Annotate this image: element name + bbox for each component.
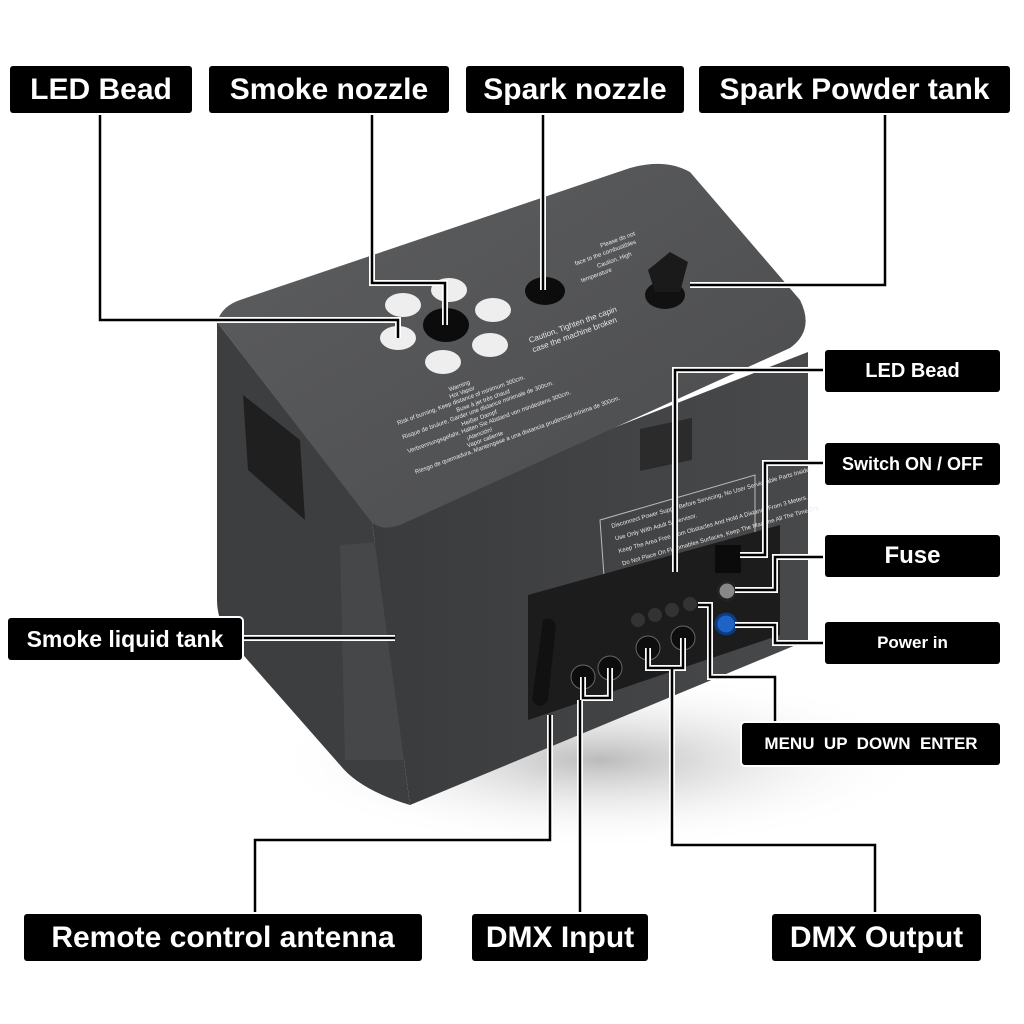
enter-button[interactable] [683,597,697,611]
label-fuse: Fuse [825,535,1000,577]
down-button[interactable] [665,603,679,617]
label-spark-nozzle: Spark nozzle [466,66,684,113]
label-led-bead-top: LED Bead [10,66,192,113]
label-dmx-input: DMX Input [472,914,648,961]
led-bead [475,298,511,322]
power-switch[interactable] [715,545,741,573]
led-display [640,417,692,471]
handle [243,395,305,520]
label-menu-buttons: MENU UP DOWN ENTER [742,723,1000,765]
label-remote-antenna: Remote control antenna [24,914,422,961]
label-dmx-output: DMX Output [772,914,981,961]
label-smoke-nozzle: Smoke nozzle [209,66,449,113]
powder-tank-cap [648,252,688,292]
menu-button[interactable] [631,613,645,627]
led-bead [472,333,508,357]
led-bead [385,293,421,317]
label-spark-powder-tank: Spark Powder tank [699,66,1010,113]
power-in-connector [714,612,738,636]
label-led-bead-side: LED Bead [825,350,1000,392]
led-bead [425,350,461,374]
label-switch: Switch ON / OFF [825,443,1000,485]
fuse-holder [716,580,738,602]
antenna [532,618,556,706]
top-face [217,163,806,528]
label-smoke-liquid-tank: Smoke liquid tank [8,618,242,660]
label-power-in: Power in [825,622,1000,664]
leader-lines [98,113,887,915]
led-beads [380,278,511,374]
spark-nozzle [525,277,565,305]
up-button[interactable] [648,608,662,622]
